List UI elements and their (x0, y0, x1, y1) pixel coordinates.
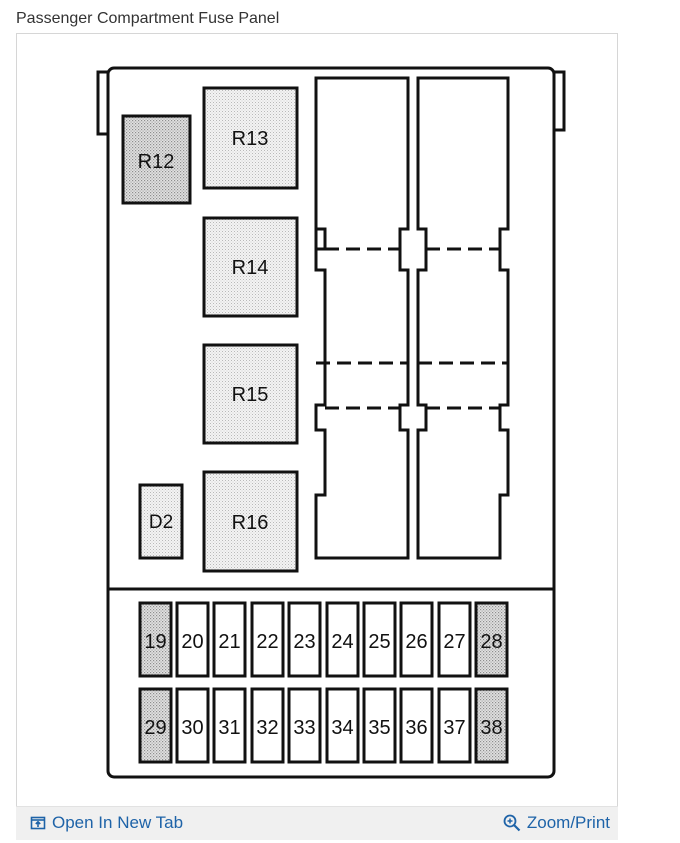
fuse-31: 31 (212, 687, 247, 764)
fuse-22-label: 22 (256, 631, 278, 653)
fuse-27-label: 27 (443, 631, 465, 653)
open-new-tab-icon (30, 815, 46, 831)
image-caption: Passenger Compartment Fuse Panel (16, 10, 280, 27)
fuse-32: 32 (250, 687, 285, 764)
relay-r16-label: R16 (232, 512, 269, 534)
fuse-24-body (325, 601, 360, 678)
fuse-20: 20 (175, 601, 210, 678)
fuse-29-body (138, 687, 173, 764)
panel-right-tab (554, 70, 566, 132)
image-toolbar: Open In New Tab Zoom/Print (16, 806, 618, 840)
fuse-37-label: 37 (443, 717, 465, 739)
zoom-print-link[interactable]: Zoom/Print (503, 813, 610, 833)
fuse-21: 21 (212, 601, 247, 678)
fuse-32-label: 32 (256, 717, 278, 739)
diode-d2: D2 (138, 483, 184, 560)
fuse-37: 37 (437, 687, 472, 764)
fuse-32-body (250, 687, 285, 764)
fuse-22: 22 (250, 601, 285, 678)
fuse-38-body (474, 687, 509, 764)
fuse-38-label: 38 (480, 717, 502, 739)
relay-r13: R13 (202, 86, 299, 190)
fuse-37-body (437, 687, 472, 764)
fuse-30-label: 30 (181, 717, 203, 739)
fuse-34-label: 34 (331, 717, 353, 739)
relay-r15: R15 (202, 343, 299, 445)
magnifier-icon (503, 814, 521, 832)
connector-slot-left (314, 76, 410, 560)
fuse-34-body (325, 687, 360, 764)
fuse-21-label: 21 (218, 631, 240, 653)
fuse-row-top: 19 20 21 22 23 24 25 26 27 28 (138, 601, 509, 678)
connector-slot-right (416, 76, 510, 560)
fuse-26: 26 (399, 601, 434, 678)
fuse-27-body (437, 601, 472, 678)
fuse-20-label: 20 (181, 631, 203, 653)
fuse-31-label: 31 (218, 717, 240, 739)
fuse-26-label: 26 (405, 631, 427, 653)
panel-left-tab (96, 70, 108, 136)
fuse-26-body (399, 601, 434, 678)
fuse-23: 23 (287, 601, 322, 678)
fuse-19-label: 19 (144, 631, 166, 653)
fuse-30: 30 (175, 687, 210, 764)
open-new-tab-label: Open In New Tab (52, 813, 184, 832)
fuse-30-body (175, 687, 210, 764)
fuse-28: 28 (474, 601, 509, 678)
fuse-24: 24 (325, 601, 360, 678)
relay-r14: R14 (202, 216, 299, 318)
zoom-print-label: Zoom/Print (526, 813, 610, 832)
fuse-38: 38 (474, 687, 509, 764)
fuse-27: 27 (437, 601, 472, 678)
fuse-29: 29 (138, 687, 173, 764)
fuse-24-label: 24 (331, 631, 353, 653)
fuse-35-label: 35 (368, 717, 390, 739)
relay-r16: R16 (202, 470, 299, 573)
fuse-row-bottom: 29 30 31 32 33 34 35 36 37 38 (138, 687, 509, 764)
fuse-28-label: 28 (480, 631, 502, 653)
fuse-33-body (287, 687, 322, 764)
fuse-19-body (138, 601, 173, 678)
fuse-25-body (362, 601, 397, 678)
relay-r12: R12 (121, 114, 192, 205)
fuse-31-body (212, 687, 247, 764)
fuse-23-label: 23 (293, 631, 315, 653)
fuse-34: 34 (325, 687, 360, 764)
relay-r15-label: R15 (232, 384, 269, 406)
relay-r14-label: R14 (232, 257, 269, 279)
fuse-21-body (212, 601, 247, 678)
open-new-tab-link[interactable]: Open In New Tab (30, 813, 183, 833)
diode-d2-label: D2 (149, 512, 173, 533)
fuse-36: 36 (399, 687, 434, 764)
relay-r13-label: R13 (232, 128, 269, 150)
fuse-36-label: 36 (405, 717, 427, 739)
fuse-35: 35 (362, 687, 397, 764)
fuse-25-label: 25 (368, 631, 390, 653)
fuse-20-body (175, 601, 210, 678)
fuse-36-body (399, 687, 434, 764)
fuse-25: 25 (362, 601, 397, 678)
fuse-35-body (362, 687, 397, 764)
fuse-33-label: 33 (293, 717, 315, 739)
fuse-19: 19 (138, 601, 173, 678)
fuse-23-body (287, 601, 322, 678)
fuse-28-body (474, 601, 509, 678)
fuse-33: 33 (287, 687, 322, 764)
fuse-22-body (250, 601, 285, 678)
relay-r12-label: R12 (138, 151, 175, 173)
fuse-29-label: 29 (144, 717, 166, 739)
